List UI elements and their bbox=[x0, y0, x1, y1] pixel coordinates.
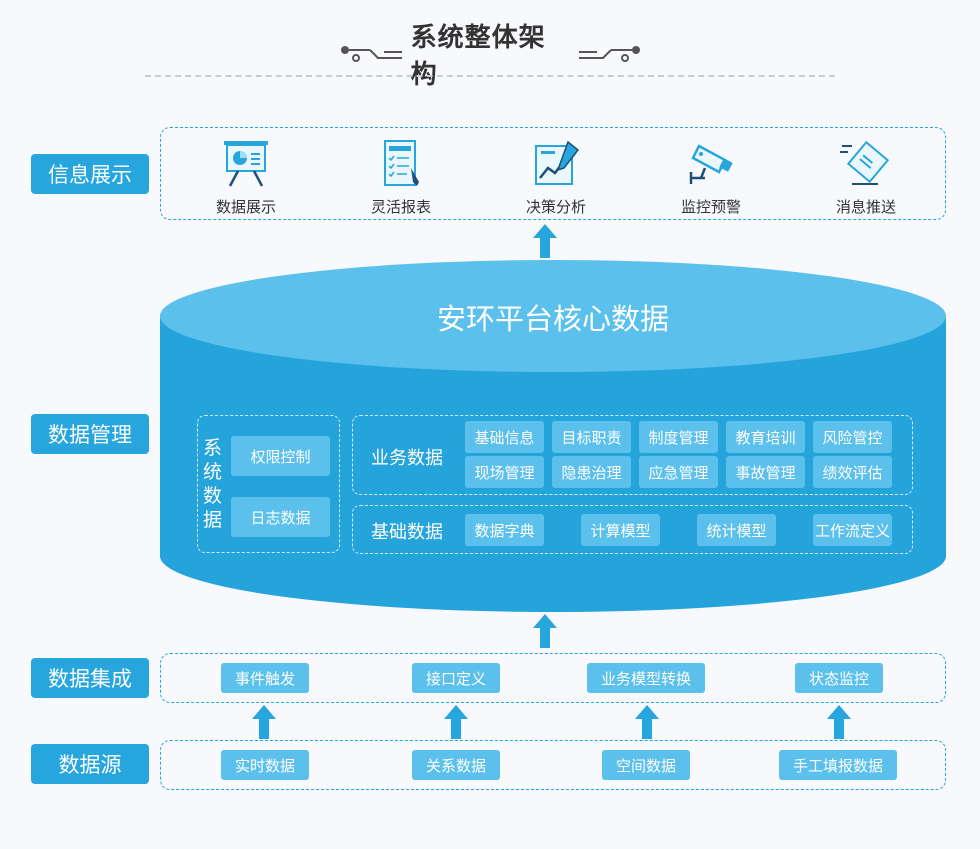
integration-item: 状态监控 bbox=[795, 663, 883, 693]
basic-data-box: 基础数据 数据字典 计算模型 统计模型 工作流定义 bbox=[352, 505, 913, 554]
arrow-up-icon bbox=[827, 705, 851, 743]
system-data-item: 权限控制 bbox=[231, 436, 330, 476]
basic-data-item: 统计模型 bbox=[697, 514, 776, 546]
arrow-up-icon bbox=[444, 705, 468, 743]
label-data-integration: 数据集成 bbox=[31, 658, 149, 698]
business-data-item: 隐患治理 bbox=[552, 456, 631, 488]
business-data-item: 制度管理 bbox=[639, 421, 718, 453]
message-push-icon bbox=[840, 140, 890, 185]
business-data-item: 绩效评估 bbox=[813, 456, 892, 488]
system-data-item: 日志数据 bbox=[231, 497, 330, 537]
circuit-decoration-left-icon bbox=[341, 46, 402, 62]
basic-data-label: 基础数据 bbox=[371, 522, 443, 543]
display-item: 灵活报表 bbox=[346, 138, 456, 218]
integration-row: 事件触发 接口定义 业务模型转换 状态监控 bbox=[160, 653, 946, 703]
display-item: 数据展示 bbox=[191, 138, 301, 218]
source-item: 关系数据 bbox=[412, 750, 500, 780]
display-item: 监控预警 bbox=[656, 138, 766, 218]
business-data-label: 业务数据 bbox=[371, 448, 443, 469]
basic-data-item: 数据字典 bbox=[465, 514, 544, 546]
title-divider bbox=[145, 75, 835, 77]
label-info-display: 信息展示 bbox=[31, 154, 149, 194]
business-data-item: 教育培训 bbox=[726, 421, 805, 453]
arrow-up-icon bbox=[533, 614, 557, 652]
display-item-label: 决策分析 bbox=[525, 198, 586, 216]
business-data-item: 风险管控 bbox=[813, 421, 892, 453]
core-data-title: 安环平台核心数据 bbox=[436, 302, 669, 336]
business-data-item: 事故管理 bbox=[726, 456, 805, 488]
display-row: 数据展示 灵活报表 决策分析 bbox=[160, 127, 946, 220]
page-title: 系统整体架构 bbox=[410, 23, 546, 90]
source-row: 实时数据 关系数据 空间数据 手工填报数据 bbox=[160, 740, 946, 790]
business-data-item: 目标职责 bbox=[552, 421, 631, 453]
business-data-item: 基础信息 bbox=[465, 421, 544, 453]
source-item: 空间数据 bbox=[602, 750, 690, 780]
label-data-management: 数据管理 bbox=[31, 414, 149, 454]
basic-data-item: 工作流定义 bbox=[813, 514, 892, 546]
business-data-box: 业务数据 基础信息 目标职责 制度管理 教育培训 风险管控 现场管理 隐患治理 … bbox=[352, 415, 913, 495]
arrow-up-icon bbox=[533, 224, 557, 262]
display-item-label: 数据展示 bbox=[215, 198, 276, 216]
display-item-label: 监控预警 bbox=[680, 198, 741, 216]
arrow-up-icon bbox=[252, 705, 276, 743]
business-data-item: 现场管理 bbox=[465, 456, 544, 488]
system-data-box: 系统数据 权限控制 日志数据 bbox=[197, 415, 340, 553]
decision-analysis-chart-icon bbox=[535, 140, 580, 185]
system-data-label: 系统数据 bbox=[203, 437, 223, 531]
display-item: 消息推送 bbox=[811, 138, 921, 218]
integration-item: 业务模型转换 bbox=[587, 663, 705, 693]
core-data-cylinder: 安环平台核心数据 系统数据 权限控制 日志数据 业务数据 基础信息 目标职责 制… bbox=[160, 260, 946, 612]
business-data-item: 应急管理 bbox=[639, 456, 718, 488]
diagram-title: 系统整体架构 bbox=[340, 23, 640, 90]
surveillance-camera-icon bbox=[689, 144, 733, 184]
circuit-decoration-right-icon bbox=[579, 46, 640, 62]
display-item-label: 消息推送 bbox=[835, 198, 896, 216]
label-data-source: 数据源 bbox=[31, 744, 149, 784]
integration-item: 接口定义 bbox=[412, 663, 500, 693]
source-item: 手工填报数据 bbox=[779, 750, 897, 780]
source-item: 实时数据 bbox=[221, 750, 309, 780]
report-checklist-icon bbox=[384, 140, 419, 186]
arrow-up-icon bbox=[635, 705, 659, 743]
basic-data-item: 计算模型 bbox=[581, 514, 660, 546]
presentation-board-icon bbox=[224, 141, 268, 187]
display-item-label: 灵活报表 bbox=[370, 198, 431, 216]
integration-item: 事件触发 bbox=[221, 663, 309, 693]
display-item: 决策分析 bbox=[501, 138, 611, 218]
